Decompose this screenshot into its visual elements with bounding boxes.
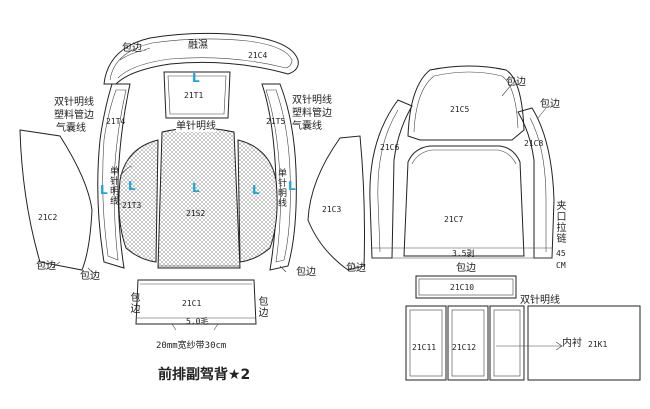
piece-21t5-outline bbox=[261, 83, 297, 271]
note-chaiji: 3.5剥 bbox=[452, 249, 475, 258]
piece-21t1-outline bbox=[163, 71, 231, 119]
label-21c3: 21C3 bbox=[322, 205, 342, 214]
piece-21c6-outline bbox=[369, 99, 413, 259]
piece-21c2-outline bbox=[19, 129, 93, 271]
note-baobian-c10: 包边 bbox=[456, 263, 476, 274]
piece-21c11-outline bbox=[405, 305, 447, 381]
piece-21c12-outline bbox=[447, 305, 489, 381]
label-21c11: 21C11 bbox=[412, 343, 437, 352]
note-shadai: 20mm宽纱带30cm bbox=[156, 341, 227, 351]
note-shuangzhen-bottom: 双针明线 bbox=[520, 295, 560, 306]
piece-21c5-outline bbox=[407, 65, 525, 141]
label-21c2: 21C2 bbox=[38, 213, 58, 222]
label-21c8: 21C8 bbox=[524, 139, 544, 148]
piece-21c7-outline bbox=[372, 145, 552, 259]
piece-21c10-outline bbox=[415, 275, 517, 299]
note-baobian-c3: 包边 bbox=[346, 263, 366, 274]
marker-l-t3: L bbox=[128, 179, 136, 193]
label-21t1: 21T1 bbox=[184, 91, 204, 100]
label-21t3: 21T3 bbox=[122, 201, 142, 210]
piece-21t4-outline bbox=[97, 83, 131, 269]
note-baobian-c1-right: 包边 bbox=[256, 296, 267, 318]
note-baobian-c5: 包边 bbox=[506, 77, 526, 88]
label-21c10: 21C10 bbox=[450, 283, 475, 292]
piece-21c3-outline bbox=[307, 135, 365, 271]
label-21c12: 21C12 bbox=[452, 343, 477, 352]
note-qinang-left: 气囊线 bbox=[56, 123, 86, 134]
piece-third-strip-outline bbox=[489, 305, 525, 381]
label-21c6: 21C6 bbox=[380, 143, 400, 152]
note-suliao-right: 塑料管边 bbox=[292, 108, 332, 119]
note-koulalian: 夹口拉链 bbox=[554, 200, 565, 244]
note-len45: 45 bbox=[556, 249, 566, 258]
piece-right-mesh-outline bbox=[237, 139, 278, 263]
label-21t4: 21T4 bbox=[106, 117, 126, 126]
piece-21c1-outline bbox=[135, 279, 257, 331]
marker-l-s2: L bbox=[192, 181, 200, 195]
note-suliao-left: 塑料管边 bbox=[54, 110, 94, 121]
note-rongshi: 融濕 bbox=[188, 40, 208, 51]
note-cm: CM bbox=[556, 261, 566, 270]
note-shuangzhen-right: 双针明线 bbox=[292, 95, 332, 106]
label-21s2: 21S2 bbox=[186, 209, 206, 218]
note-baobian-c2: 包边 bbox=[36, 261, 56, 272]
note-danzhen-right-vertical: 单针明线 bbox=[276, 168, 286, 208]
label-21k1: 21K1 bbox=[588, 340, 608, 349]
note-baobian-t4: 包边 bbox=[80, 271, 100, 282]
piece-21t3-outline bbox=[118, 139, 159, 263]
label-21c1: 21C1 bbox=[182, 299, 202, 308]
note-neichen: 内衬 bbox=[562, 338, 582, 349]
marker-l-t1: L bbox=[192, 71, 200, 85]
note-baobian-t5: 包边 bbox=[296, 267, 316, 278]
note-danzhen-left-vertical: 单针明线 bbox=[108, 166, 118, 206]
note-qinang-right: 气囊线 bbox=[292, 121, 322, 132]
piece-21c4-outline bbox=[103, 32, 299, 85]
label-21t5: 21T5 bbox=[266, 117, 286, 126]
marker-l-right-mesh: L bbox=[252, 183, 260, 197]
marker-l-left: L bbox=[100, 183, 108, 197]
note-baobian-c8: 包边 bbox=[540, 99, 560, 110]
note-baobian-c1-left: 包边 bbox=[128, 292, 139, 314]
note-shuangzhen-left: 双针明线 bbox=[54, 97, 94, 108]
note-danzhen-top: 单针明线 bbox=[176, 121, 216, 132]
piece-21k1-outline bbox=[496, 305, 641, 381]
label-21c7: 21C7 bbox=[444, 215, 464, 224]
piece-21s2-outline bbox=[157, 127, 241, 269]
label-21c4: 21C4 bbox=[248, 51, 268, 60]
drawing-title: 前排副驾背★2 bbox=[158, 367, 251, 383]
marker-l-right: L bbox=[288, 179, 296, 193]
label-21c5: 21C5 bbox=[450, 105, 470, 114]
leader-lines bbox=[51, 47, 547, 277]
note-baobian-top: 包边 bbox=[122, 43, 142, 54]
note-wumao: 5.0毛 bbox=[186, 317, 209, 326]
